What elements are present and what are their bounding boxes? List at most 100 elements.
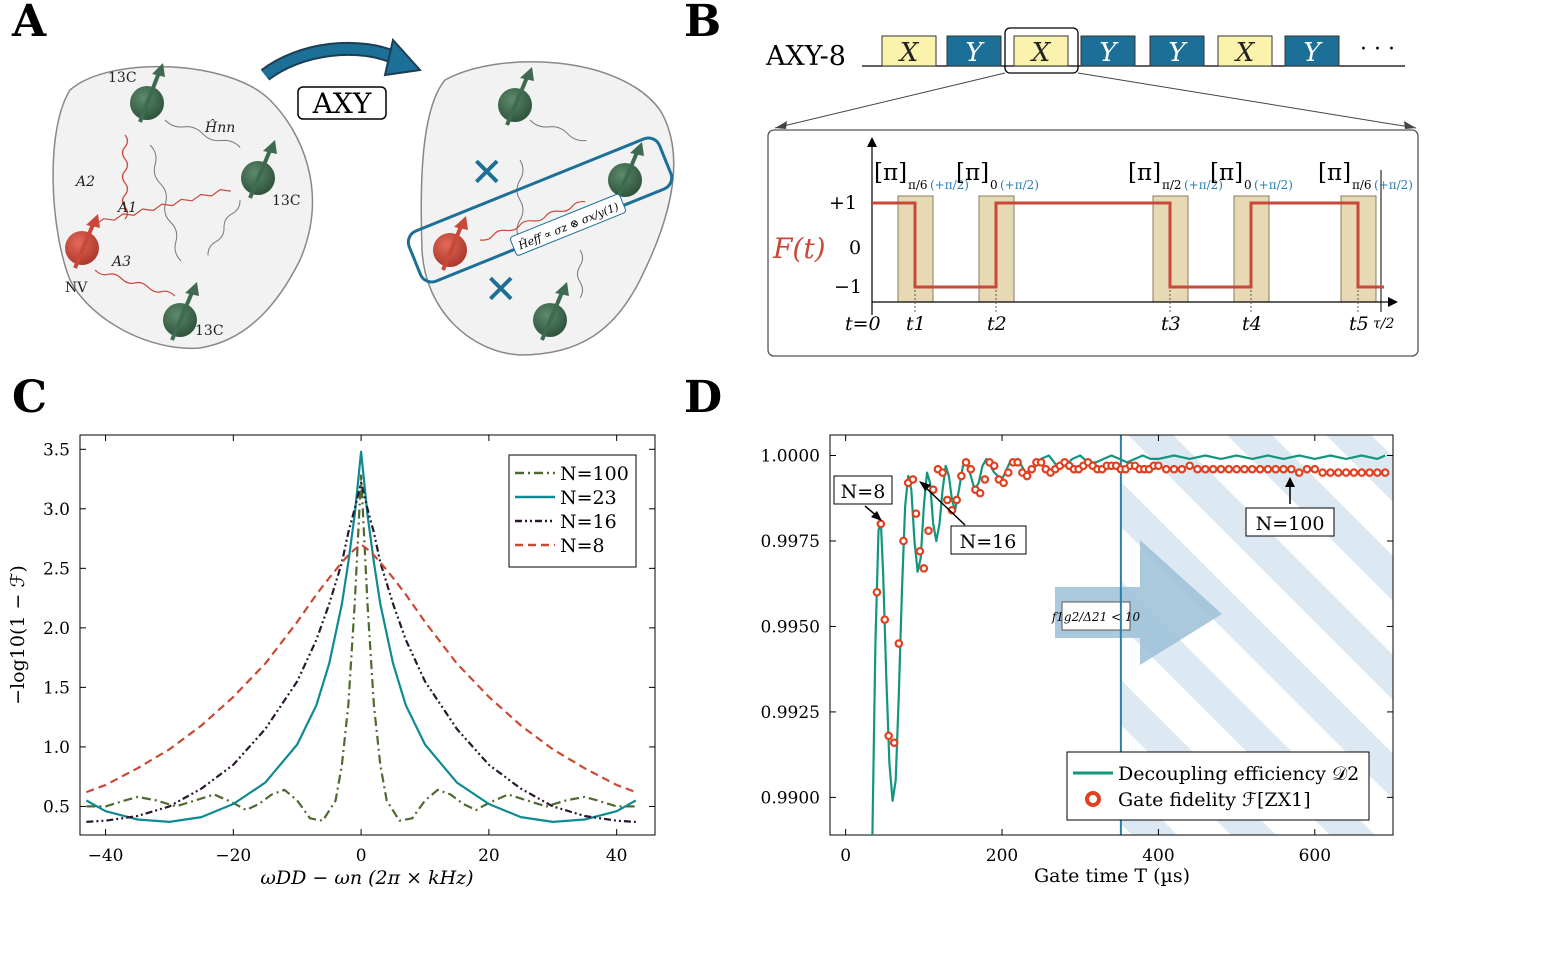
c-legend-label: N=100 xyxy=(560,463,629,485)
data-point xyxy=(989,461,999,471)
x-tick-label: 20 xyxy=(478,846,500,866)
sequence-block-y xyxy=(1284,35,1340,67)
data-point xyxy=(908,475,918,484)
data-point xyxy=(1271,464,1281,474)
data-point xyxy=(1169,464,1179,474)
c-xlabel: ωDD − ωn (2π × kHz) xyxy=(260,867,473,889)
pulse-label-angle: 0 xyxy=(990,178,998,192)
data-point xyxy=(894,639,904,648)
y-tick-label: 0.5 xyxy=(43,797,70,817)
d-series xyxy=(871,454,1390,835)
pulse-label-angle: 0 xyxy=(1244,178,1252,192)
spin-bath-blob-left xyxy=(52,65,314,350)
data-point xyxy=(957,471,966,481)
b-tau-half: τ/2 xyxy=(1373,316,1394,332)
y-tick-label: 2.5 xyxy=(43,559,70,579)
panel-letter-b: B xyxy=(684,0,721,47)
data-point xyxy=(952,495,961,505)
data-point xyxy=(1154,461,1163,471)
pulse-label-phase: (+π/2) xyxy=(1374,178,1413,192)
x-tick-label: 0 xyxy=(356,846,367,866)
sequence-block-label: Y xyxy=(1099,38,1119,68)
data-point xyxy=(899,536,908,546)
pulse-label: [π] xyxy=(956,160,989,186)
data-point xyxy=(1232,464,1241,474)
sequence-block-label: X xyxy=(1030,38,1052,68)
pulse-labels: [π]π/6(+π/2)[π]0(+π/2)[π]π/2(+π/2)[π]0(+… xyxy=(874,160,1413,192)
y-tick-label: 3.0 xyxy=(43,500,70,520)
data-point xyxy=(872,587,882,597)
data-point xyxy=(938,468,947,477)
sequence-block-label: Y xyxy=(965,38,985,68)
data-point xyxy=(975,488,985,498)
coupling-a3 xyxy=(94,269,176,297)
pulse-label-phase: (+π/2) xyxy=(1184,178,1223,192)
data-point xyxy=(1263,464,1273,474)
data-point xyxy=(1224,464,1234,474)
data-point xyxy=(1373,468,1382,477)
data-point xyxy=(1333,468,1343,477)
pulse-label-phase: (+π/2) xyxy=(1000,178,1039,192)
x-tick-label: 0 xyxy=(840,846,851,866)
series-line xyxy=(85,450,637,824)
data-point xyxy=(1013,458,1022,467)
coupling-effective xyxy=(479,200,586,241)
c-legend-label: N=16 xyxy=(560,511,617,533)
pulse-label: [π] xyxy=(1128,160,1161,186)
sequence-block-x xyxy=(1217,35,1273,67)
pulse-label: [π] xyxy=(1318,160,1351,186)
b-t0: t=0 xyxy=(845,313,881,335)
c-ylabel: −log10(1 − ℱ) xyxy=(7,565,29,705)
data-point xyxy=(961,458,971,467)
decoupled-x-icon: ✕ xyxy=(484,267,518,313)
panel-a-schematic: 13C 13C 13C NV A2 A1 A3 Ĥnn AXY ✕ ✕ xyxy=(52,37,675,356)
coupling-nn xyxy=(164,119,241,148)
b-time-label: t2 xyxy=(987,313,1007,335)
coupling-nn xyxy=(149,144,182,262)
y-tick-label: 3.5 xyxy=(43,440,70,460)
d-legend-label: Decoupling efficiency 𝒟2 xyxy=(1118,763,1359,785)
data-point xyxy=(884,731,893,741)
b-ylabel: F(t) xyxy=(772,232,826,265)
d-threshold-label: f1g2/Δ21 < 10 xyxy=(1051,610,1141,624)
data-point xyxy=(1177,464,1187,474)
carbon-label: 13C xyxy=(195,323,224,339)
c-legend-label: N=8 xyxy=(560,535,605,557)
data-point xyxy=(915,546,925,556)
sequence-name: AXY-8 xyxy=(765,41,846,72)
x-tick-label: 400 xyxy=(1142,846,1174,866)
b-ytick: +1 xyxy=(829,192,857,214)
c-legend-label: N=23 xyxy=(560,487,617,509)
b-ytick: −1 xyxy=(834,276,862,298)
data-point xyxy=(1349,468,1359,477)
sequence-block-y xyxy=(946,35,1002,67)
data-point xyxy=(1201,464,1210,474)
modulation-function xyxy=(872,201,1384,289)
d-xlabel: Gate time T (µs) xyxy=(1034,865,1190,887)
data-point xyxy=(1310,464,1320,474)
data-point xyxy=(966,464,976,474)
data-point xyxy=(942,495,952,505)
x-tick-label: 200 xyxy=(986,846,1018,866)
data-point xyxy=(1318,468,1327,477)
data-point xyxy=(1027,464,1037,474)
b-time-label: t4 xyxy=(1242,313,1262,335)
d-regime-arrow xyxy=(1055,540,1222,665)
data-point xyxy=(1022,471,1032,481)
series-line xyxy=(86,543,637,794)
data-point xyxy=(1255,464,1265,474)
x-tick-label: 600 xyxy=(1299,846,1331,866)
pulse-label-angle: π/2 xyxy=(1162,178,1182,192)
data-point xyxy=(889,738,899,747)
d-annotation-n16: N=16 xyxy=(960,531,1017,553)
d-legend-label: Gate fidelity ℱ[ZX1] xyxy=(1118,789,1311,811)
panel-letter-c: C xyxy=(12,372,47,423)
coupling-label-a2: A2 xyxy=(74,174,95,190)
series-line xyxy=(86,474,636,822)
carbon-label: 13C xyxy=(272,193,301,209)
data-point xyxy=(911,509,921,518)
y-tick-label: 2.0 xyxy=(43,619,70,639)
